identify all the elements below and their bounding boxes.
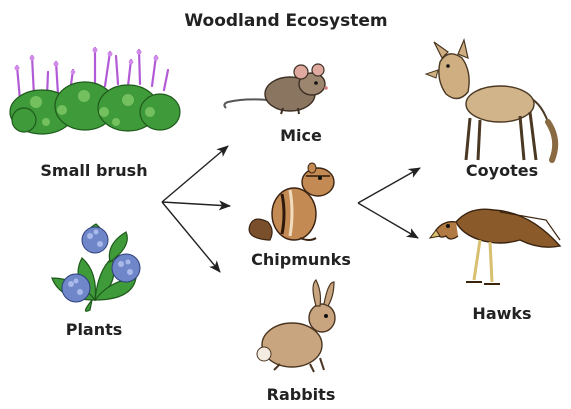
chipmunk-icon xyxy=(249,163,334,240)
arrow-to-hawks xyxy=(358,203,418,238)
hawks-label: Hawks xyxy=(472,305,531,323)
chipmunks-label: Chipmunks xyxy=(251,251,351,269)
diagram-title: Woodland Ecosystem xyxy=(184,12,387,30)
small-brush-label: Small brush xyxy=(40,162,147,180)
arrow-to-mice xyxy=(162,146,228,202)
rabbits-label: Rabbits xyxy=(267,386,336,404)
lavender-shrub-icon xyxy=(10,48,180,135)
rabbit-icon xyxy=(257,280,335,372)
mice-label: Mice xyxy=(280,127,322,145)
hawk-icon xyxy=(430,209,560,284)
hydrangea-plant-icon xyxy=(52,224,140,311)
arrow-to-chipmunks xyxy=(162,202,230,206)
arrow-to-rabbits xyxy=(162,202,220,272)
coyote-icon xyxy=(426,40,555,160)
plants-label: Plants xyxy=(66,321,123,339)
mouse-icon xyxy=(224,64,327,114)
coyotes-label: Coyotes xyxy=(466,162,538,180)
arrow-to-coyotes xyxy=(358,168,420,203)
